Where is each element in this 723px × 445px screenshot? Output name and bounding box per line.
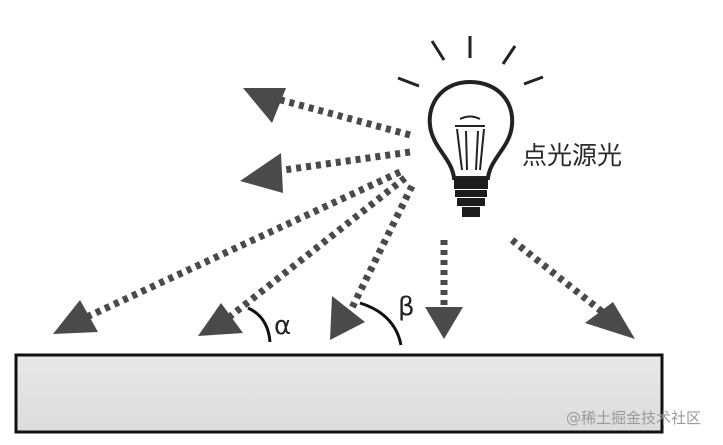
ray-mid-left xyxy=(269,148,411,176)
arrowhead-down xyxy=(425,307,463,339)
arrowhead-left-alpha xyxy=(198,303,243,336)
ground-plane xyxy=(14,353,664,434)
light-source-label: 点光源光 xyxy=(522,141,622,170)
light-bulb-icon xyxy=(397,36,544,217)
watermark: @稀土掘金技术社区 xyxy=(566,409,701,427)
arrow-heads xyxy=(53,88,635,340)
ray-right xyxy=(509,237,618,325)
light-rays xyxy=(74,93,618,326)
alpha-arc xyxy=(247,306,272,343)
arrowhead-mid-left xyxy=(240,153,283,193)
arrowhead-left-beta xyxy=(330,296,365,340)
ray-far-left xyxy=(74,168,402,326)
ray-left-alpha xyxy=(220,175,408,325)
arrowhead-upper-left xyxy=(243,88,286,123)
arrowhead-far-left xyxy=(53,300,98,334)
beta-arc xyxy=(359,301,403,346)
alpha-label: α xyxy=(274,311,291,341)
ray-upper-left xyxy=(269,93,411,139)
arrowhead-right xyxy=(585,302,635,339)
beta-label: β xyxy=(398,292,415,322)
